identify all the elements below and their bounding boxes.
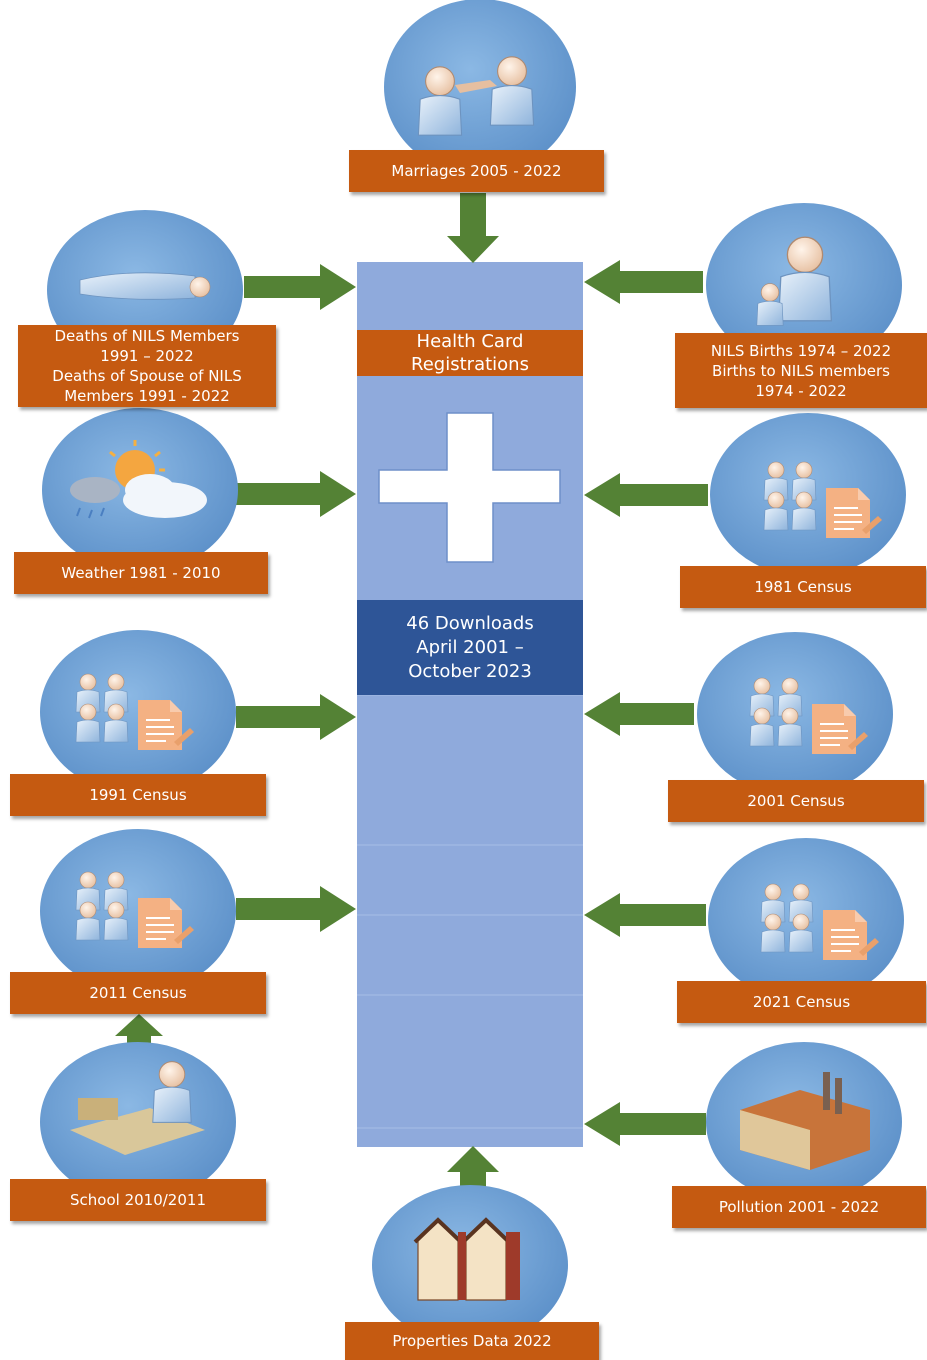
- arrow-1991-census: [236, 694, 356, 740]
- label-school-text: School 2010/2011: [70, 1191, 206, 1209]
- label-births: NILS Births 1974 – 2022 Births to NILS m…: [675, 333, 927, 408]
- label-1991-census: 1991 Census: [10, 774, 266, 816]
- arrow-2011-census: [236, 886, 356, 932]
- arrow-1981-census: [584, 473, 708, 517]
- arrow-deaths: [244, 264, 356, 310]
- downloads-box: 46 Downloads April 2001 – October 2023: [357, 600, 583, 695]
- person-at-desk-icon: [70, 1061, 205, 1155]
- label-2021-census: 2021 Census: [677, 981, 926, 1023]
- label-properties: Properties Data 2022: [345, 1322, 599, 1360]
- label-weather: Weather 1981 - 2010: [14, 552, 268, 594]
- label-2011-census: 2011 Census: [10, 972, 266, 1014]
- label-properties-text: Properties Data 2022: [392, 1332, 552, 1350]
- handshake-people-icon: [417, 56, 535, 136]
- label-2021-census-text: 2021 Census: [752, 993, 851, 1011]
- label-deaths-line1: Deaths of NILS Members: [54, 327, 240, 345]
- downloads-line3: October 2023: [408, 660, 532, 682]
- label-school: School 2010/2011: [10, 1179, 266, 1221]
- label-marriages-text: Marriages 2005 - 2022: [391, 162, 562, 180]
- factory-icon: [740, 1072, 870, 1170]
- houses-icon: [413, 1217, 520, 1301]
- label-pollution-text: Pollution 2001 - 2022: [718, 1198, 880, 1216]
- arrow-2001-census: [584, 692, 694, 736]
- sun-cloud-rain-icon: [70, 440, 207, 519]
- downloads-line2: April 2001 –: [416, 636, 524, 658]
- health-card-title-line2: Registrations: [411, 354, 529, 375]
- label-1991-census-text: 1991 Census: [89, 786, 187, 804]
- label-births-line3: 1974 - 2022: [755, 381, 847, 400]
- lying-person-icon: [79, 272, 211, 300]
- arrow-births: [584, 260, 703, 304]
- central-column: [357, 262, 583, 1147]
- label-1981-census: 1981 Census: [680, 566, 926, 608]
- health-card-title: Health Card Registrations: [357, 330, 583, 376]
- label-births-line2: Births to NILS members: [712, 361, 890, 380]
- label-2001-census: 2001 Census: [668, 780, 924, 822]
- health-card-title-line1: Health Card: [416, 331, 524, 352]
- label-weather-text: Weather 1981 - 2010: [61, 564, 221, 582]
- arrow-properties: [447, 1146, 499, 1198]
- label-2001-census-text: 2001 Census: [747, 792, 845, 810]
- label-deaths-line2: 1991 – 2022: [100, 347, 194, 365]
- arrow-pollution: [584, 1102, 706, 1146]
- label-births-line1: NILS Births 1974 – 2022: [710, 341, 892, 360]
- label-pollution: Pollution 2001 - 2022: [672, 1186, 926, 1228]
- downloads-line1: 46 Downloads: [406, 612, 534, 634]
- arrow-weather: [236, 471, 356, 517]
- label-deaths-line3: Deaths of Spouse of NILS: [52, 367, 242, 385]
- label-deaths: Deaths of NILS Members 1991 – 2022 Death…: [18, 325, 276, 407]
- label-1981-census-text: 1981 Census: [754, 578, 852, 596]
- arrow-marriages: [447, 193, 499, 263]
- medical-cross-icon: [378, 412, 561, 563]
- label-2011-census-text: 2011 Census: [89, 984, 187, 1002]
- arrow-2021-census: [584, 893, 706, 937]
- label-deaths-line4: Members 1991 - 2022: [64, 387, 230, 405]
- label-marriages: Marriages 2005 - 2022: [349, 150, 604, 192]
